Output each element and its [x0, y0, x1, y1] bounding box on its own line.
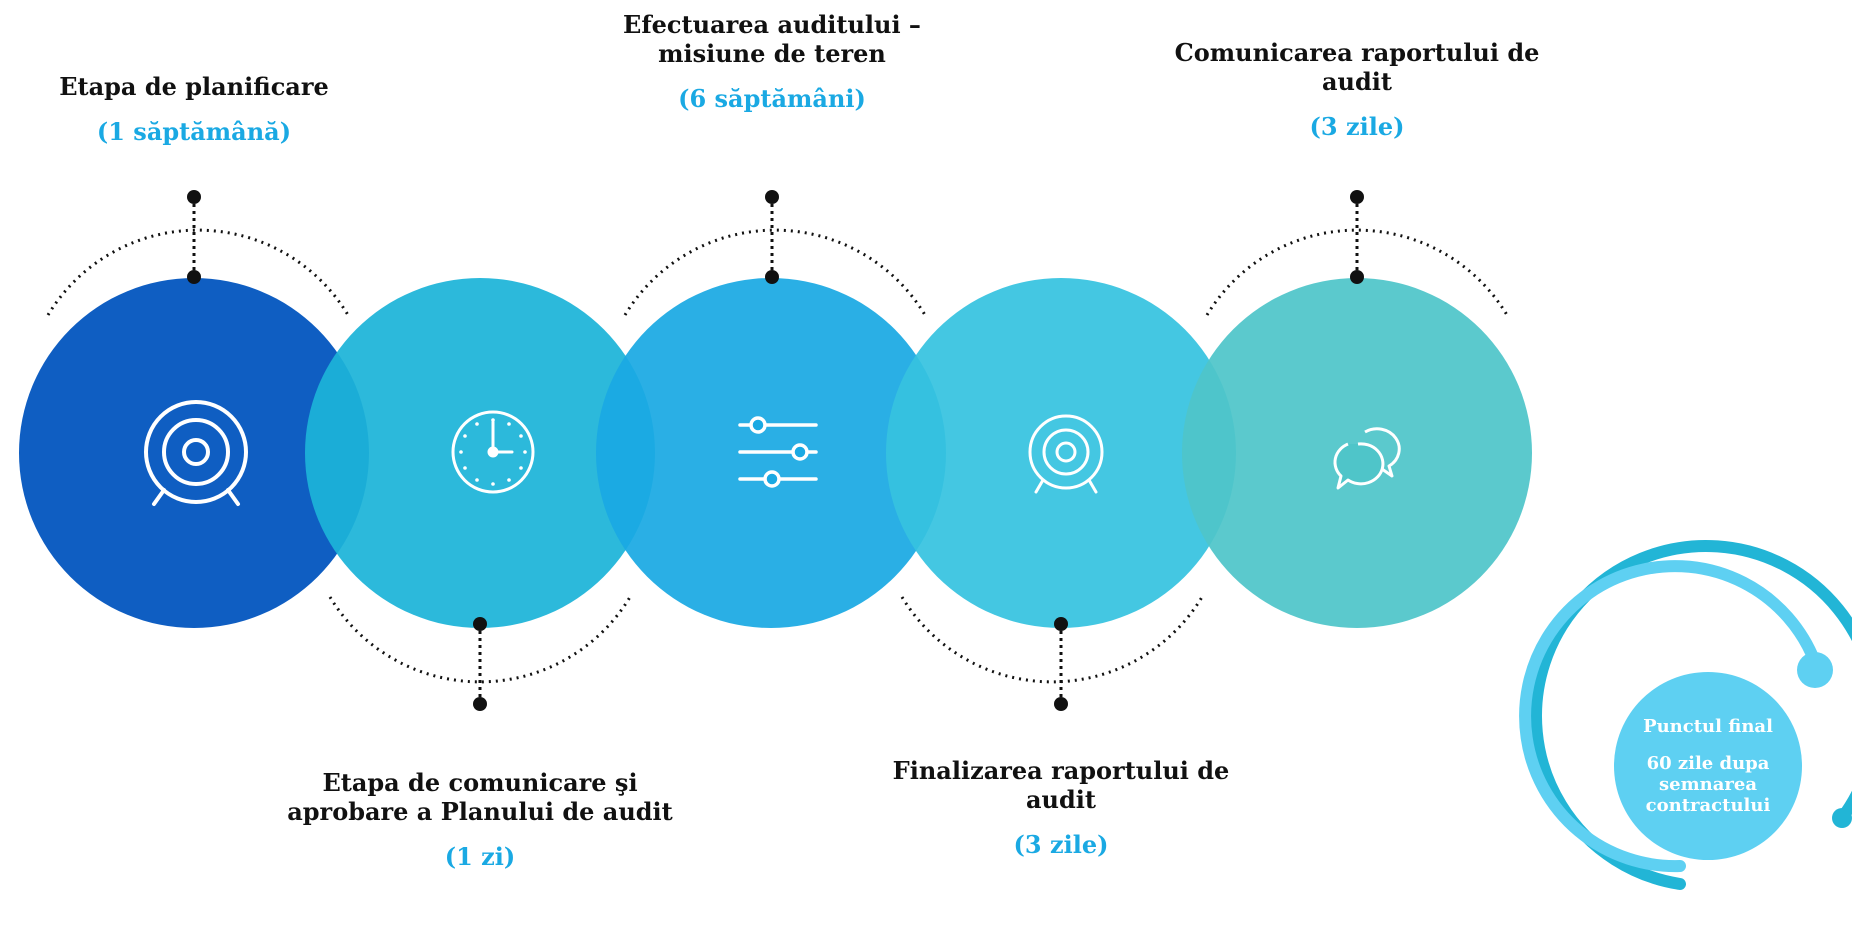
stage-3-duration: (6 săptămâni) [678, 84, 866, 113]
stage-circles [19, 278, 1532, 628]
final-point-circle [1614, 672, 1802, 860]
stage-4-duration: (3 zile) [1013, 830, 1109, 859]
stage-1-circle [19, 278, 369, 628]
stage-5-title: Comunicarea raportului de audit [1174, 38, 1540, 96]
stage-3-connector [765, 190, 779, 284]
final-point: Punctul final 60 zile dupa semnarea cont… [1614, 672, 1802, 860]
stage-5-duration: (3 zile) [1309, 112, 1405, 141]
stage-4-connector [1054, 617, 1068, 711]
stage-4-circle [886, 278, 1236, 628]
stage-3-title: Efectuarea auditului – misiune de teren [623, 10, 921, 68]
final-point-detail: 60 zile dupa semnarea contractului [1645, 753, 1771, 816]
final-point-rings [1519, 540, 1852, 890]
sliders-icon [738, 416, 818, 488]
final-point-dot-large [1797, 652, 1833, 688]
stage-2-label: Etapa de comunicare şi aprobare a Planul… [280, 768, 680, 871]
chat-bubbles-icon [1333, 427, 1401, 490]
stage-2-connector [473, 617, 487, 711]
stage-2-duration: (1 zi) [444, 842, 516, 871]
final-point-dot-small [1832, 808, 1852, 828]
stage-5-connector [1350, 190, 1364, 284]
stage-2-title: Etapa de comunicare şi aprobare a Planul… [287, 768, 673, 826]
stage-5-label: Comunicarea raportului de audit (3 zile) [1172, 38, 1542, 141]
stage-4-title: Finalizarea raportului de audit [892, 756, 1230, 814]
stage-3-label: Efectuarea auditului – misiune de teren … [622, 10, 922, 113]
stage-2-circle [305, 278, 655, 628]
stage-1-connector [187, 190, 201, 284]
stage-1-title: Etapa de planificare [59, 72, 329, 101]
stage-1-label: Etapa de planificare (1 săptămână) [24, 72, 364, 146]
final-point-label: Punctul final [1643, 716, 1773, 737]
stage-4-label: Finalizarea raportului de audit (3 zile) [886, 756, 1236, 859]
stage-1-duration: (1 săptămână) [96, 117, 292, 146]
clock-icon [451, 410, 535, 494]
target-icon [144, 400, 248, 506]
target-icon [1028, 414, 1104, 494]
